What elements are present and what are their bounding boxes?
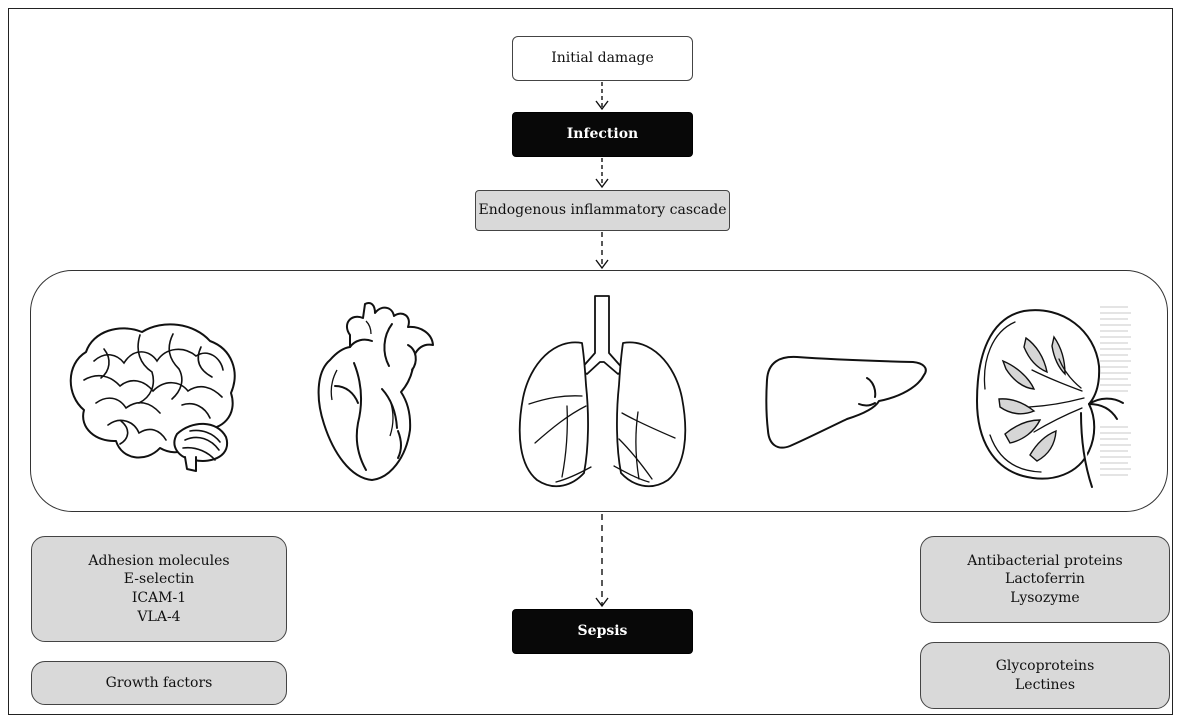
growth-factors-box: Growth factors (31, 661, 287, 705)
liver-icon (765, 355, 927, 449)
glycoproteins-box: Glycoproteins Lectines (920, 642, 1170, 709)
figure-frame (8, 8, 1173, 715)
inflammatory-cascade-label: Endogenous inflammatory cascade (478, 201, 727, 218)
infection-box: Infection (512, 112, 693, 157)
inflammatory-cascade-box: Endogenous inflammatory cascade (475, 190, 730, 231)
initial-damage-box: Initial damage (512, 36, 693, 81)
antibacterial-proteins-title: Antibacterial proteins (967, 552, 1123, 569)
antibacterial-proteins-box: Antibacterial proteins Lactoferrin Lysoz… (920, 536, 1170, 623)
initial-damage-label: Initial damage (551, 49, 654, 66)
brain-icon (69, 323, 236, 472)
adhesion-molecules-box: Adhesion molecules E-selectin ICAM-1 VLA… (31, 536, 287, 642)
infection-label: Infection (566, 125, 639, 142)
adhesion-icam-1: ICAM-1 (131, 590, 187, 606)
adhesion-e-selectin: E-selectin (123, 571, 195, 588)
glycoproteins-title: Glycoproteins (995, 657, 1095, 674)
sepsis-box: Sepsis (512, 609, 693, 654)
growth-factors-label: Growth factors (105, 674, 213, 691)
glycoproteins-lectines: Lectines (1014, 676, 1075, 693)
adhesion-vla-4: VLA-4 (137, 608, 181, 625)
adhesion-molecules-title: Adhesion molecules (88, 552, 230, 569)
heart-icon (317, 302, 434, 481)
antibacterial-lysozyme: Lysozyme (1010, 589, 1080, 606)
kidney-icon (976, 306, 1131, 488)
lungs-icon (518, 295, 687, 488)
antibacterial-lactoferrin: Lactoferrin (1005, 571, 1085, 588)
sepsis-label: Sepsis (577, 622, 628, 639)
